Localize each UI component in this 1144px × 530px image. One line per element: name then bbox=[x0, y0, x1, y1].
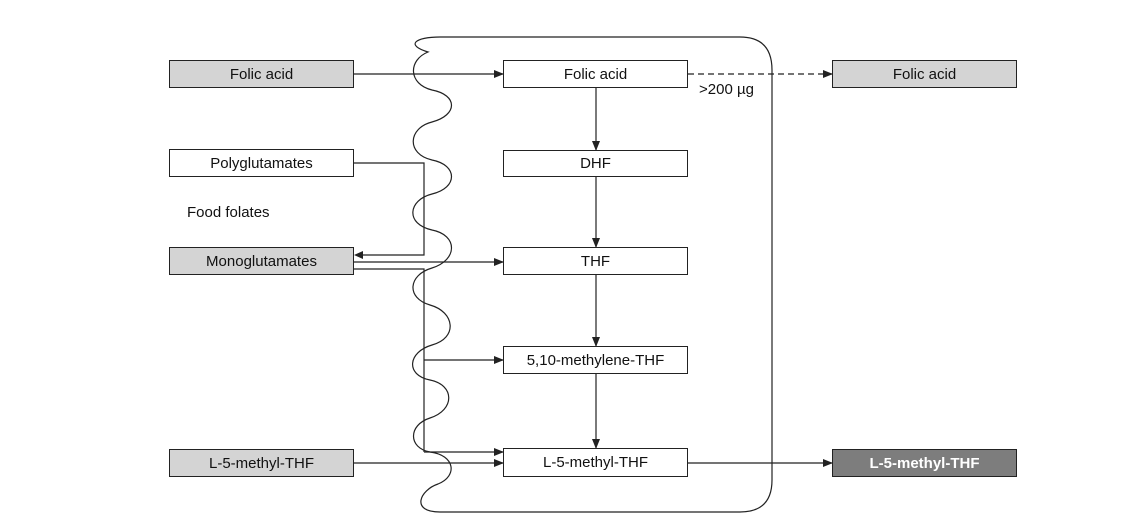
line-polyglutamates bbox=[354, 162, 425, 256]
food-folates-label: Food folates bbox=[187, 204, 270, 221]
center-folic-acid-box: Folic acid bbox=[503, 60, 688, 88]
left-l5-methyl-thf-box: L-5-methyl-THF bbox=[169, 449, 354, 477]
center-l5-methyl-thf-box: L-5-methyl-THF bbox=[503, 448, 688, 477]
cell-outline bbox=[412, 36, 773, 513]
methylene-thf-box: 5,10-methylene-THF bbox=[503, 346, 688, 374]
left-folic-acid-box: Folic acid bbox=[169, 60, 354, 88]
polyglutamates-box: Polyglutamates bbox=[169, 149, 354, 177]
right-folic-acid-box: Folic acid bbox=[832, 60, 1017, 88]
dhf-box: DHF bbox=[503, 150, 688, 177]
right-l5-methyl-thf-box: L-5-methyl-THF bbox=[832, 449, 1017, 477]
thf-box: THF bbox=[503, 247, 688, 275]
monoglutamates-box: Monoglutamates bbox=[169, 247, 354, 275]
threshold-label: >200 µg bbox=[699, 81, 754, 98]
